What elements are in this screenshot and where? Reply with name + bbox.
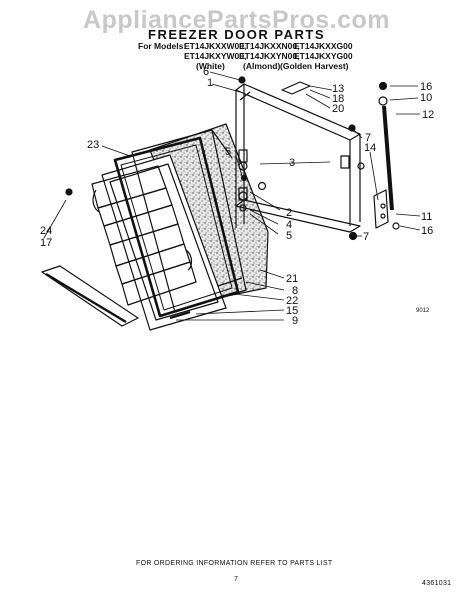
callout-5: 5: [286, 230, 292, 242]
callout-8: 8: [292, 285, 298, 297]
callout-23: 23: [87, 139, 99, 151]
callout-5: 5: [225, 146, 231, 158]
model-number: ET14JKXYN00,: [239, 51, 300, 61]
callout-20: 20: [332, 103, 344, 115]
callout-24: 24: [40, 225, 52, 237]
leader-lines: [43, 71, 421, 321]
model-number: ET14JKXYG00: [294, 51, 353, 61]
breaker-strip: [131, 129, 247, 313]
watermark: AppliancePartsPros.com: [83, 6, 390, 34]
callout-7: 7: [365, 132, 371, 144]
page-title: FREEZER DOOR PARTS: [148, 27, 325, 42]
door-liner: [101, 154, 227, 331]
gasket-inner: [120, 144, 233, 311]
callout-13: 13: [332, 83, 344, 95]
model-number: ET14JKXXG00: [294, 41, 353, 51]
figure-code: 9012: [416, 308, 430, 314]
ordering-note: FOR ORDERING INFORMATION REFER TO PARTS …: [136, 560, 333, 567]
callout-7: 7: [363, 231, 369, 243]
callout-2: 2: [286, 207, 292, 219]
models-prefix: For Models:: [138, 41, 187, 51]
callout-18: 18: [332, 93, 344, 105]
callout-10: 10: [420, 92, 432, 104]
callout-22: 22: [286, 295, 298, 307]
color-almond: (Almond): [243, 61, 281, 71]
model-number: ET14JKXYW00,: [184, 51, 247, 61]
callout-21: 21: [286, 273, 298, 285]
callout-6: 6: [203, 66, 209, 78]
callout-4: 4: [286, 219, 292, 231]
hinge-frame: [235, 83, 361, 233]
callout-16: 16: [420, 81, 432, 93]
callout-14: 14: [364, 142, 376, 154]
callout-12: 12: [422, 109, 434, 121]
model-number: ET14JKXXN00,: [239, 41, 300, 51]
callout-16: 16: [421, 225, 433, 237]
callout-1: 1: [207, 77, 213, 89]
color-white: (White): [196, 61, 225, 71]
callout-labels: 1 2 3 4 5 5 6 7 7 8 9 10 11 12 13 14 15 …: [40, 66, 434, 327]
liner-inner-edge: [109, 163, 219, 321]
color-golden-harvest: (Golden Harvest): [280, 61, 349, 71]
callout-15: 15: [286, 305, 298, 317]
door-handle: [41, 265, 139, 327]
callout-11: 11: [421, 211, 432, 223]
callout-3: 3: [289, 157, 295, 169]
model-number: ET14JKXXW00,: [184, 41, 247, 51]
callout-9: 9: [292, 315, 298, 327]
door-shelves: [91, 165, 197, 306]
callout-17: 17: [40, 237, 52, 249]
document-number: 4361031: [422, 580, 452, 587]
page-number: 7: [234, 576, 239, 583]
